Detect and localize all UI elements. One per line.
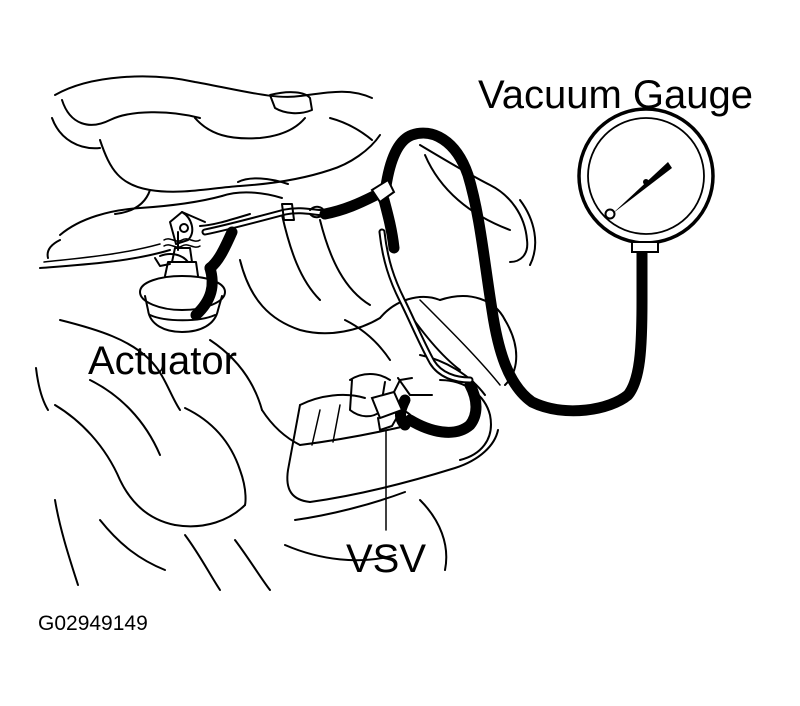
metal-vacuum-line xyxy=(201,203,334,236)
t-junction-fitting xyxy=(370,178,396,204)
vsv-signal-line xyxy=(378,228,501,386)
vacuum-hoses xyxy=(190,127,648,438)
actuator-label: Actuator xyxy=(88,339,237,383)
figure-id-label: G02949149 xyxy=(38,612,148,635)
vsv-valve xyxy=(370,377,419,431)
actuator-diaphragm xyxy=(139,211,251,333)
vsv-label: VSV xyxy=(346,537,426,581)
vacuum-gauge-label: Vacuum Gauge xyxy=(478,73,753,117)
vacuum-gauge xyxy=(577,107,715,253)
